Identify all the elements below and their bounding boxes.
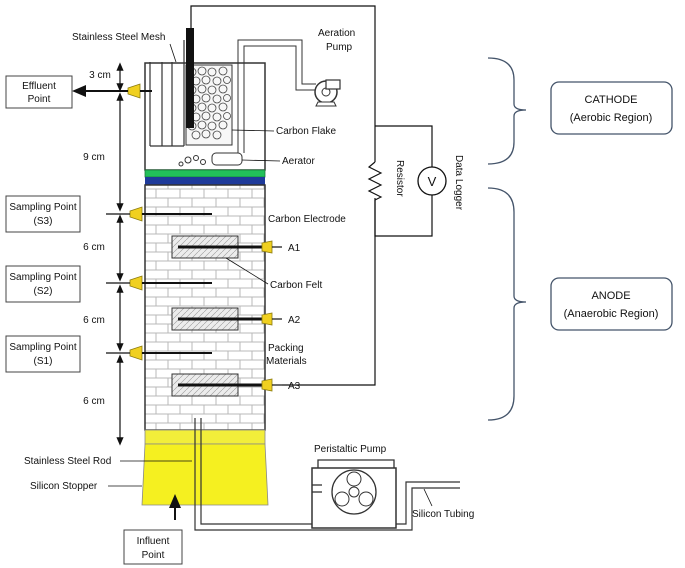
label-packing-1: Packing [268,343,304,354]
label-peristaltic-pump: Peristaltic Pump [314,444,387,455]
sampling-point-s1-box: Sampling Point (S1) [5,335,81,373]
svg-text:Sampling Point: Sampling Point [9,202,76,213]
svg-text:Sampling Point: Sampling Point [9,272,76,283]
svg-text:Point: Point [28,94,51,105]
resistor-icon [367,161,383,201]
dim-3cm: 3 cm [89,70,111,81]
anode-subtitle: (Anaerobic Region) [564,308,659,320]
label-silicon-stopper: Silicon Stopper [30,481,98,492]
label-a1: A1 [288,243,301,254]
silicon-stopper [141,443,269,506]
cathode-subtitle: (Aerobic Region) [570,112,653,124]
leader-aerator [241,159,281,162]
voltmeter-icon [417,166,447,196]
electrode-a3 [171,373,282,397]
sampling-port-s3 [106,206,212,222]
membrane-green [144,169,266,178]
sampling-port-s2 [106,275,212,291]
leader-carbon-felt [225,257,269,285]
sampling-point-s3-box: Sampling Point (S3) [5,195,81,233]
svg-text:Sampling Point: Sampling Point [9,342,76,353]
cathode-region-box: CATHODE (Aerobic Region) [550,81,673,135]
sampling-port-s1 [106,345,212,361]
membrane-blue [145,177,265,185]
svg-text:Effluent: Effluent [22,81,56,92]
effluent-port [72,83,152,99]
label-stainless-mesh: Stainless Steel Mesh [72,32,165,43]
anode-region-box: ANODE (Anaerobic Region) [550,277,673,331]
electrode-a2 [171,307,282,331]
label-a3: A3 [288,381,301,392]
label-aeration-pump-1: Aeration [318,28,355,39]
svg-text:Influent: Influent [137,536,170,547]
label-carbon-felt: Carbon Felt [270,280,322,291]
circuit-wire [190,5,433,386]
sampling-point-s2-box: Sampling Point (S2) [5,265,81,303]
influent-tubing [194,418,460,531]
leader-carbon-flake [231,129,275,132]
label-carbon-electrode: Carbon Electrode [268,214,346,225]
dim-9cm: 9 cm [83,152,105,163]
peristaltic-pump-icon [311,459,397,529]
label-carbon-flake: Carbon Flake [276,126,336,137]
dim-6cm-top: 6 cm [83,242,105,253]
leader-mesh [169,43,177,63]
aeration-tubing [237,39,316,153]
electrode-a1 [171,235,282,259]
dim-6cm-bottom: 6 cm [83,396,105,407]
label-resistor: Resistor [394,160,405,197]
label-silicon-tubing: Silicon Tubing [412,509,474,520]
svg-text:(S3): (S3) [34,216,53,227]
svg-text:(S2): (S2) [34,286,53,297]
svg-text:(S1): (S1) [34,356,53,367]
effluent-point-box: Effluent Point [5,75,73,109]
reactor-column [141,62,269,506]
leader-tubing [423,488,433,507]
stopper-top [144,429,266,445]
voltmeter-symbol: V [428,174,437,189]
label-packing-2: Materials [266,356,307,367]
label-a2: A2 [288,315,301,326]
aerator [178,152,243,167]
label-aerator: Aerator [282,156,315,167]
label-data-logger: Data Logger [453,155,464,211]
influent-point-box: Influent Point [123,529,183,565]
aeration-pump-icon [314,79,341,107]
svg-text:Point: Point [142,550,165,561]
anode-title: ANODE [591,290,630,302]
anode-brace [487,187,527,421]
label-aeration-pump-2: Pump [326,42,353,53]
dim-6cm-mid: 6 cm [83,315,105,326]
mesh-rod [186,28,194,128]
cathode-title: CATHODE [585,94,638,106]
stainless-steel-mesh [149,28,194,147]
cathode-brace [487,57,527,165]
label-stainless-rod: Stainless Steel Rod [24,456,111,467]
